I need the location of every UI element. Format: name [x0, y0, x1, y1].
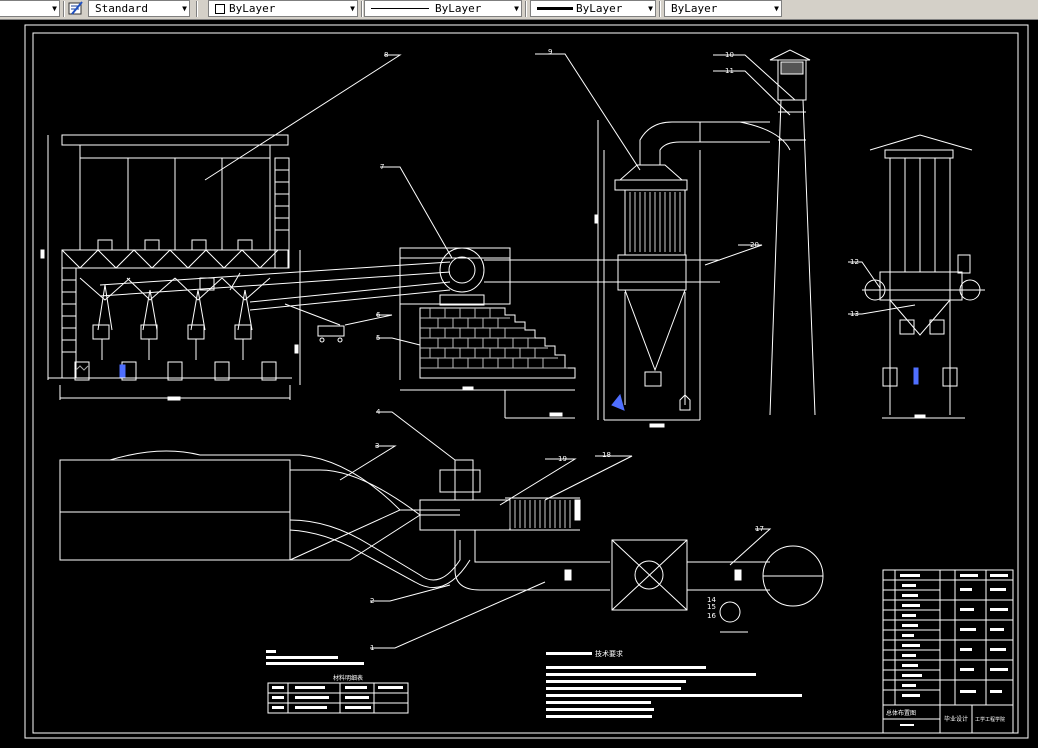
part-callouts: 1 2 3 4 5 6 7 8 9 10 11 12 13 14 15 16 1…: [370, 48, 859, 652]
chimney: [769, 49, 816, 416]
design-label: 毕业设计: [944, 715, 968, 723]
toolbar-separator: [659, 1, 661, 17]
chevron-down-icon: ▼: [774, 4, 779, 13]
toolbar-separator: [196, 1, 198, 17]
linetype-preview-icon: [371, 8, 429, 9]
technical-notes: 技术要求: [266, 649, 802, 718]
material-table: 材料明细表: [267, 674, 409, 714]
text-style-manager-icon[interactable]: [68, 1, 84, 16]
sheet-border-outer: [24, 24, 1029, 739]
chevron-down-icon: ▼: [52, 4, 57, 13]
text-style-dropdown[interactable]: Standard ▼: [88, 0, 190, 17]
linetype-value: ByLayer: [435, 2, 482, 15]
school-name: 工学工程学院: [975, 716, 1005, 723]
plan-view-ducts: [59, 450, 824, 633]
chevron-down-icon: ▼: [514, 4, 519, 13]
color-dropdown[interactable]: ByLayer ▼: [208, 0, 358, 17]
plot-style-value: ByLayer: [671, 2, 718, 15]
toolbar-separator: [361, 1, 363, 17]
toolbar-separator: [525, 1, 527, 17]
notes-heading: 技术要求: [595, 649, 623, 658]
callout-label: 14: [707, 596, 716, 604]
drawing-name: 总体布置图: [886, 709, 916, 717]
lineweight-value: ByLayer: [576, 2, 623, 15]
flue-duct: [639, 121, 791, 165]
chevron-down-icon: ▼: [350, 4, 355, 13]
linetype-dropdown[interactable]: ByLayer ▼: [364, 0, 522, 17]
side-elevation: [862, 134, 985, 419]
text-style-value: Standard: [95, 2, 148, 15]
leader-lines: [204, 53, 916, 649]
table-heading: 材料明细表: [333, 674, 363, 682]
callout-label: 16: [707, 612, 716, 620]
plot-style-dropdown[interactable]: ByLayer ▼: [664, 0, 782, 17]
callout-label: 9: [548, 48, 552, 56]
title-block: 总体布置图 毕业设计 工学工程学院: [882, 569, 1014, 734]
chevron-down-icon: ▼: [182, 4, 187, 13]
callout-label: 15: [707, 603, 716, 611]
brick-foundation: [400, 307, 576, 419]
layer-dropdown[interactable]: ▼: [0, 0, 60, 17]
chevron-down-icon: ▼: [648, 4, 653, 13]
color-value: ByLayer: [229, 2, 276, 15]
color-swatch-icon: [215, 4, 225, 14]
induced-draft-fan: [399, 247, 620, 380]
bag-filter: [594, 120, 720, 428]
lineweight-preview-icon: [537, 7, 573, 10]
air-duct-horizontal: [99, 261, 451, 343]
callout-label: 18: [602, 451, 611, 459]
lineweight-dropdown[interactable]: ByLayer ▼: [530, 0, 656, 17]
drawing-canvas[interactable]: 1 2 3 4 5 6 7 8 9 10 11 12 13 14 15 16 1…: [0, 19, 1038, 744]
sheet-border-inner: [32, 32, 1019, 734]
silo-structure: [40, 134, 301, 401]
properties-toolbar: ▼ Standard ▼ ByLayer ▼ ByLayer ▼ ByLayer…: [0, 0, 1038, 20]
toolbar-separator: [63, 1, 65, 17]
